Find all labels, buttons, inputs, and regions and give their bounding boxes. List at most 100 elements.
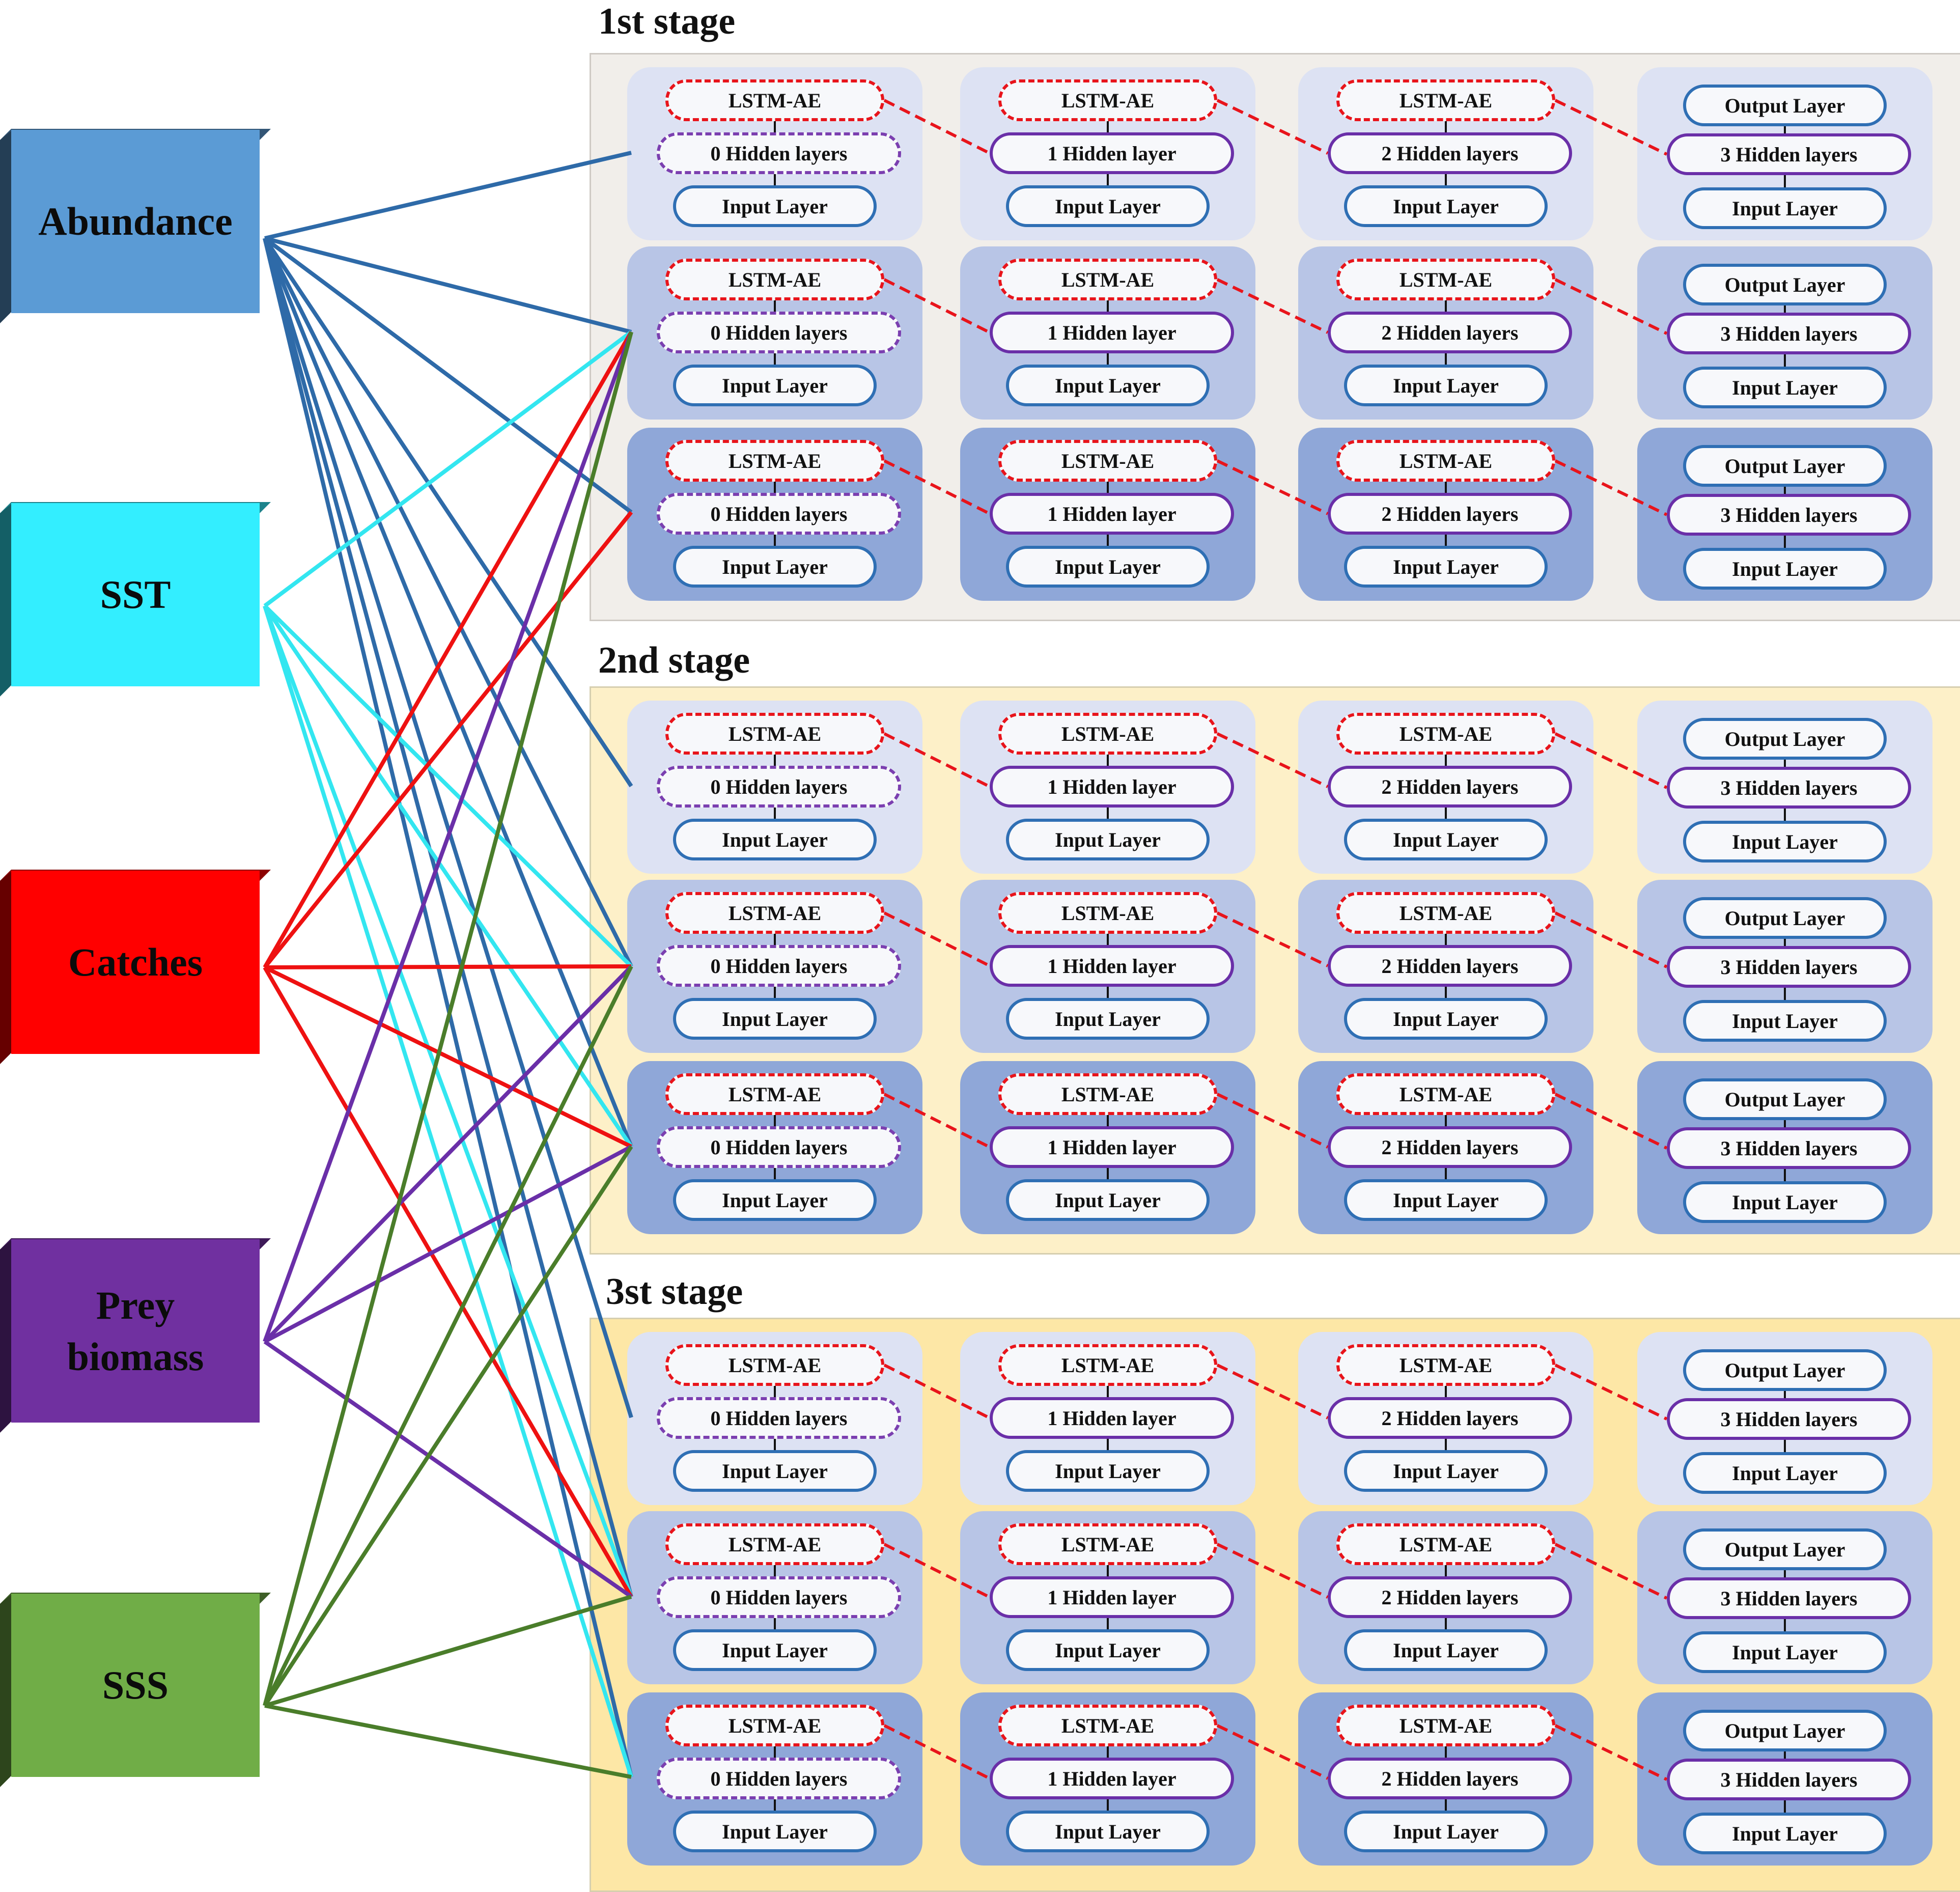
hidden-layers-pill: 2 Hidden layers (1328, 1397, 1572, 1439)
hidden-layers-pill: 2 Hidden layers (1328, 312, 1572, 353)
hidden-layers-pill: 2 Hidden layers (1328, 766, 1572, 808)
hidden-layers-pill: 1 Hidden layer (990, 1758, 1234, 1799)
lstm-ae-pill: LSTM-AE (665, 892, 884, 934)
hidden-layers-pill: 0 Hidden layers (657, 945, 901, 987)
input-layer-pill: Input Layer (1344, 1629, 1548, 1671)
hidden-layers-pill: 3 Hidden layers (1667, 133, 1911, 175)
hidden-layers-pill: 3 Hidden layers (1667, 767, 1911, 809)
lstm-ae-pill: LSTM-AE (998, 713, 1217, 755)
sst-connection (263, 605, 633, 1598)
dashed-link (883, 1543, 991, 1599)
input-layer-pill: Input Layer (1006, 998, 1210, 1040)
lstm-ae-pill: LSTM-AE (1336, 713, 1555, 755)
stage-dashed-links (883, 99, 1668, 1781)
input-layer-pill: Input Layer (1006, 546, 1210, 588)
hidden-layers-pill: 1 Hidden layer (990, 945, 1234, 987)
input-layer-pill: Input Layer (1344, 185, 1548, 227)
stage-1-title: 1st stage (598, 1, 736, 42)
dashed-link (1554, 1724, 1668, 1781)
catches-connection (263, 511, 633, 969)
input-layer-pill: Input Layer (1683, 1000, 1887, 1042)
dashed-link (1216, 732, 1329, 788)
abundance-connection (263, 237, 633, 1418)
input-layer-pill: Input Layer (1344, 1179, 1548, 1221)
lstm-ae-pill: LSTM-AE (665, 713, 884, 755)
hidden-layers-pill: 1 Hidden layer (990, 312, 1234, 353)
lstm-ae-pill: LSTM-AE (998, 1705, 1217, 1746)
prey-box-side (0, 1240, 11, 1433)
dashed-link (1216, 1724, 1329, 1780)
catches-label: Catches (68, 940, 203, 985)
catches-box-side (0, 872, 11, 1064)
dashed-link (1216, 1543, 1329, 1599)
hidden-layers-pill: 2 Hidden layers (1328, 1758, 1572, 1799)
hidden-layers-pill: 2 Hidden layers (1328, 493, 1572, 535)
input-layer-pill: Input Layer (1344, 365, 1548, 406)
variable-connections (263, 151, 633, 1779)
hidden-layers-pill: 1 Hidden layer (990, 1397, 1234, 1439)
output-layer-pill: Output Layer (1683, 264, 1887, 305)
lstm-ae-pill: LSTM-AE (998, 892, 1217, 934)
input-layer-pill: Input Layer (1006, 1450, 1210, 1492)
input-layer-pill: Input Layer (1683, 821, 1887, 862)
lstm-ae-pill: LSTM-AE (1336, 1705, 1555, 1746)
hidden-layers-pill: 0 Hidden layers (657, 1397, 901, 1439)
input-layer-pill: Input Layer (673, 1179, 877, 1221)
input-layer-pill: Input Layer (1006, 365, 1210, 406)
output-layer-pill: Output Layer (1683, 1528, 1887, 1570)
sss-connection (263, 331, 633, 1707)
input-layer-pill: Input Layer (1683, 1813, 1887, 1854)
dashed-link (883, 278, 991, 334)
sss-connection (263, 965, 633, 1707)
input-layer-pill: Input Layer (1344, 1811, 1548, 1852)
sst-box-side (0, 504, 11, 697)
lstm-ae-pill: LSTM-AE (665, 1073, 884, 1115)
sss-label: SSS (102, 1663, 169, 1708)
abundance-variable-box: Abundance (11, 130, 260, 313)
prey-connection (263, 965, 633, 1343)
input-layer-pill: Input Layer (673, 819, 877, 860)
lstm-ae-pill: LSTM-AE (665, 1705, 884, 1746)
dashed-link (1554, 459, 1668, 516)
stage-3-title: 3st stage (606, 1271, 743, 1313)
abundance-box-side (0, 131, 11, 323)
sss-connection (264, 1704, 632, 1779)
input-layer-pill: Input Layer (1006, 185, 1210, 227)
hidden-layers-pill: 3 Hidden layers (1667, 946, 1911, 988)
input-layer-pill: Input Layer (673, 1629, 877, 1671)
catches-connection (263, 331, 633, 968)
output-layer-pill: Output Layer (1683, 445, 1887, 487)
hidden-layers-pill: 0 Hidden layers (657, 1576, 901, 1618)
lstm-ae-pill: LSTM-AE (998, 440, 1217, 482)
hidden-layers-pill: 0 Hidden layers (657, 1758, 901, 1799)
hidden-layers-pill: 1 Hidden layer (990, 1126, 1234, 1168)
lstm-ae-pill: LSTM-AE (998, 259, 1217, 300)
output-layer-pill: Output Layer (1683, 1349, 1887, 1391)
input-layer-pill: Input Layer (1006, 1811, 1210, 1852)
prey-connection (263, 1340, 633, 1599)
sss-connection (263, 1145, 633, 1707)
dashed-link (883, 732, 991, 788)
dashed-link (1216, 459, 1329, 515)
